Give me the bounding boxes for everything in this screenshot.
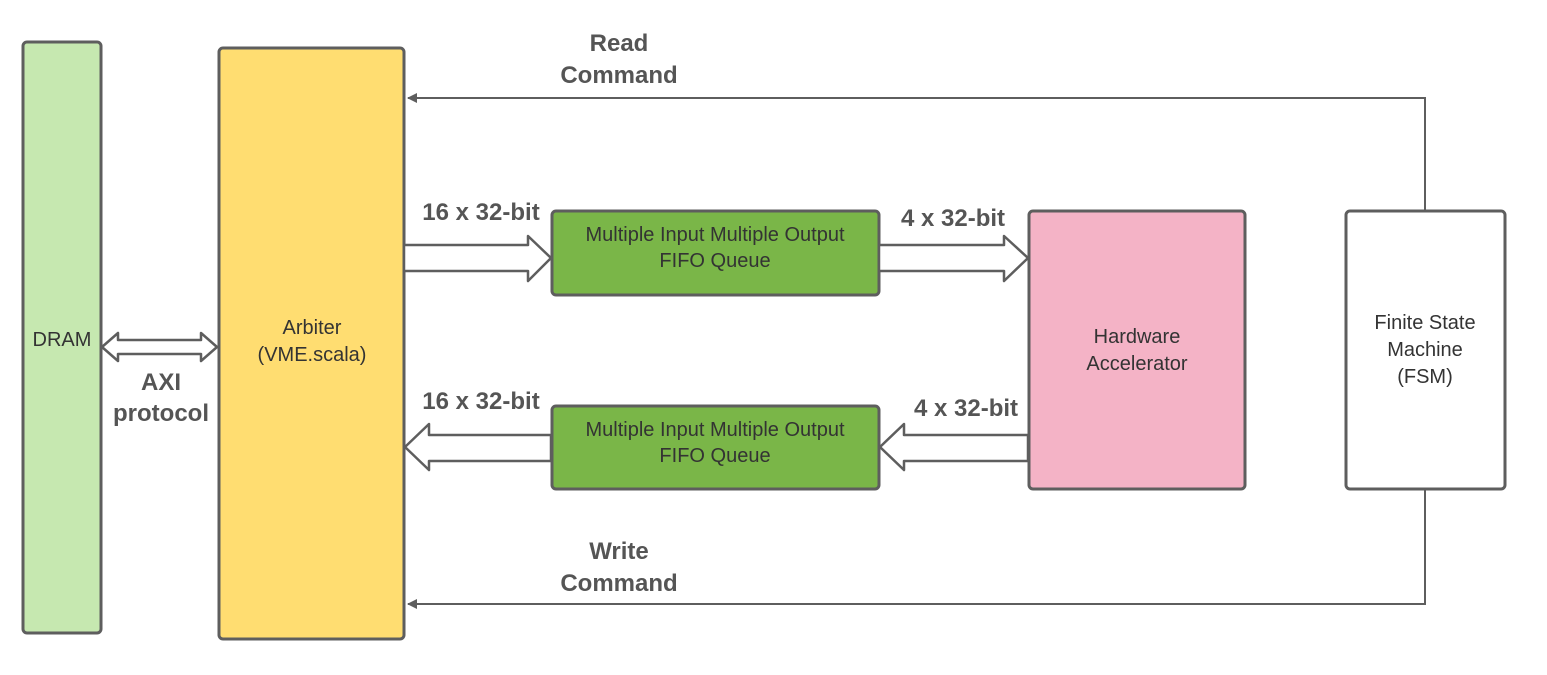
write-command-connector: [407, 490, 1426, 609]
fsm-label: Finite State: [1374, 312, 1475, 334]
fifo-bottom-to-arbiter-width-label: 16 x 32-bit: [422, 388, 539, 415]
axi-bidirectional-arrow: [100, 331, 219, 363]
fifo-top-to-accelerator-width-label: 4 x 32-bit: [901, 205, 1005, 232]
arbiter-sublabel: (VME.scala): [258, 344, 367, 366]
accelerator-label: Hardware: [1094, 326, 1181, 348]
arbiter-label: Arbiter: [283, 317, 342, 339]
dram-block: DRAM: [21, 40, 103, 635]
arbiter-block: Arbiter (VME.scala): [217, 46, 406, 641]
fifo-top-label: Multiple Input Multiple Output: [585, 224, 844, 246]
fifo-bottom-to-arbiter-arrow: [403, 422, 553, 472]
write-command-label: Write: [589, 538, 649, 565]
fifo-bottom-block: Multiple Input Multiple Output FIFO Queu…: [550, 404, 881, 491]
write-command-sublabel: Command: [560, 570, 677, 597]
read-command-label: Read: [590, 30, 649, 57]
axi-sublabel: protocol: [113, 400, 209, 427]
axi-label: AXI: [141, 369, 181, 396]
fsm-label-line2: Machine: [1387, 339, 1463, 361]
fifo-bottom-sublabel: FIFO Queue: [659, 445, 770, 467]
arbiter-to-fifo-top-width-label: 16 x 32-bit: [422, 199, 539, 226]
fifo-top-sublabel: FIFO Queue: [659, 250, 770, 272]
accelerator-to-fifo-bottom-arrow: [878, 422, 1030, 472]
accelerator-sublabel: Accelerator: [1086, 353, 1187, 375]
fsm-block: Finite State Machine (FSM): [1344, 209, 1507, 491]
fifo-top-to-accelerator-arrow: [877, 234, 1030, 283]
read-command-sublabel: Command: [560, 62, 677, 89]
arbiter-to-fifo-top-arrow: [402, 234, 553, 283]
fifo-bottom-label: Multiple Input Multiple Output: [585, 419, 844, 441]
fifo-top-block: Multiple Input Multiple Output FIFO Queu…: [550, 209, 881, 297]
accelerator-to-fifo-bottom-width-label: 4 x 32-bit: [914, 395, 1018, 422]
dram-label: DRAM: [33, 329, 92, 351]
accelerator-block: Hardware Accelerator: [1027, 209, 1247, 491]
read-command-connector: [407, 93, 1426, 211]
fsm-label-line3: (FSM): [1397, 366, 1453, 388]
